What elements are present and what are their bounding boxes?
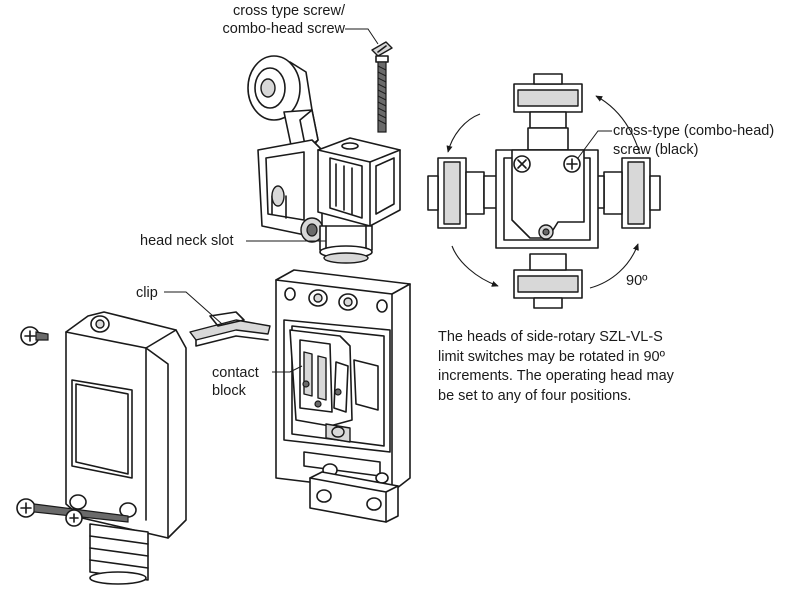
rotation-angle-label: 90º xyxy=(626,273,648,289)
description-line-2: limit switches may be rotated in 90º xyxy=(438,348,665,365)
clip-label: clip xyxy=(136,285,158,301)
cross-type-label-line1: cross-type (combo-head) xyxy=(613,123,775,139)
combo-head-screw xyxy=(371,41,393,133)
screw-label-line2: combo-head screw xyxy=(222,21,346,37)
rotation-description: The heads of side-rotary SZL-VL-S limit … xyxy=(438,328,768,406)
switch-housing xyxy=(275,269,411,523)
head-rotation-view xyxy=(427,73,661,309)
description-line-3: increments. The operating head may xyxy=(438,368,674,384)
description-line-1: The heads of side-rotary SZL-VL-S xyxy=(438,329,663,345)
description-line-4: be set to any of four positions. xyxy=(438,387,632,404)
clip-part xyxy=(189,311,271,347)
operating-head-assembly xyxy=(247,55,401,264)
cover xyxy=(65,311,187,585)
contact-block-label-line1: contact xyxy=(212,365,259,381)
leader-lines xyxy=(164,28,612,373)
head-neck-slot-label: head neck slot xyxy=(140,233,234,249)
contact-block-label-line2: block xyxy=(212,383,246,399)
cross-type-label-line2: screw (black) xyxy=(613,142,699,158)
screw-label-line1: cross type screw/ xyxy=(233,3,345,19)
cover-screws xyxy=(16,326,129,527)
